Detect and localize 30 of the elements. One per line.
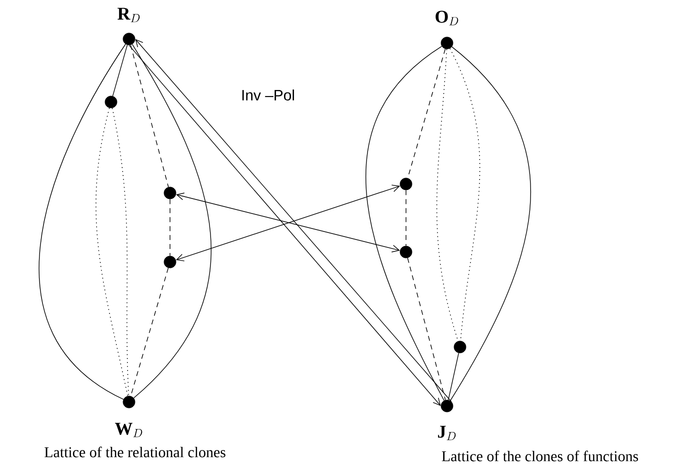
lattice-line [96,108,128,396]
lattice-line [407,258,446,400]
arrow [176,192,400,252]
dot [164,186,176,200]
dot [122,32,136,46]
lattice-line [448,352,460,400]
lattice-line [38,44,126,400]
arrow [176,184,400,262]
vertex-label: $\mathbf{O}_D$ [436,10,458,26]
dot [454,340,466,354]
caption: Lattice of the relational clones [44,446,226,458]
dot [164,256,176,268]
lattice-line [132,44,212,398]
vertex-label: $\mathbf{W}_D$ [115,422,142,438]
lattice-line [366,46,444,401]
dot [440,400,454,412]
dot [122,396,136,408]
dot [400,178,412,190]
dot [104,96,118,108]
lattice-line [112,44,128,96]
dot [440,36,454,50]
lattice-line [112,108,130,396]
vertex-label: $\mathbf{R}_D$ [118,8,140,22]
caption: Lattice of the clones of functions [442,450,638,462]
lattice-line [450,46,531,402]
dot [400,246,412,258]
arrow-label: Inv –Pol [242,90,294,100]
vertex-label: $\mathbf{J}_D$ [438,426,456,440]
lattice-line [436,48,458,342]
lattice-line [130,44,169,188]
